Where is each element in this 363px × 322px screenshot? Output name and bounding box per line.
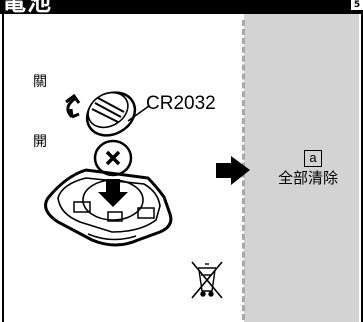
- result-panel: [244, 14, 359, 322]
- clear-all-label: 全部清除: [278, 169, 339, 187]
- right-arrow-icon: [216, 156, 250, 185]
- coin-battery-icon: [85, 91, 137, 137]
- battery-type-label: CR2032: [146, 93, 216, 114]
- crossed-bin-icon: [191, 261, 223, 299]
- x-mark-icon: [93, 139, 133, 177]
- page-number: 5: [351, 0, 363, 10]
- close-label: 關: [33, 74, 47, 90]
- open-label: 開: [33, 134, 47, 150]
- key-a-button: a: [304, 150, 322, 167]
- rotate-arrows-icon: [65, 93, 81, 119]
- header-bar: 電池 5: [0, 0, 363, 14]
- page-title: 電池: [2, 0, 52, 14]
- page-frame: [2, 14, 363, 322]
- battery-cover-icon: [44, 168, 173, 247]
- down-arrow-icon: [98, 179, 128, 207]
